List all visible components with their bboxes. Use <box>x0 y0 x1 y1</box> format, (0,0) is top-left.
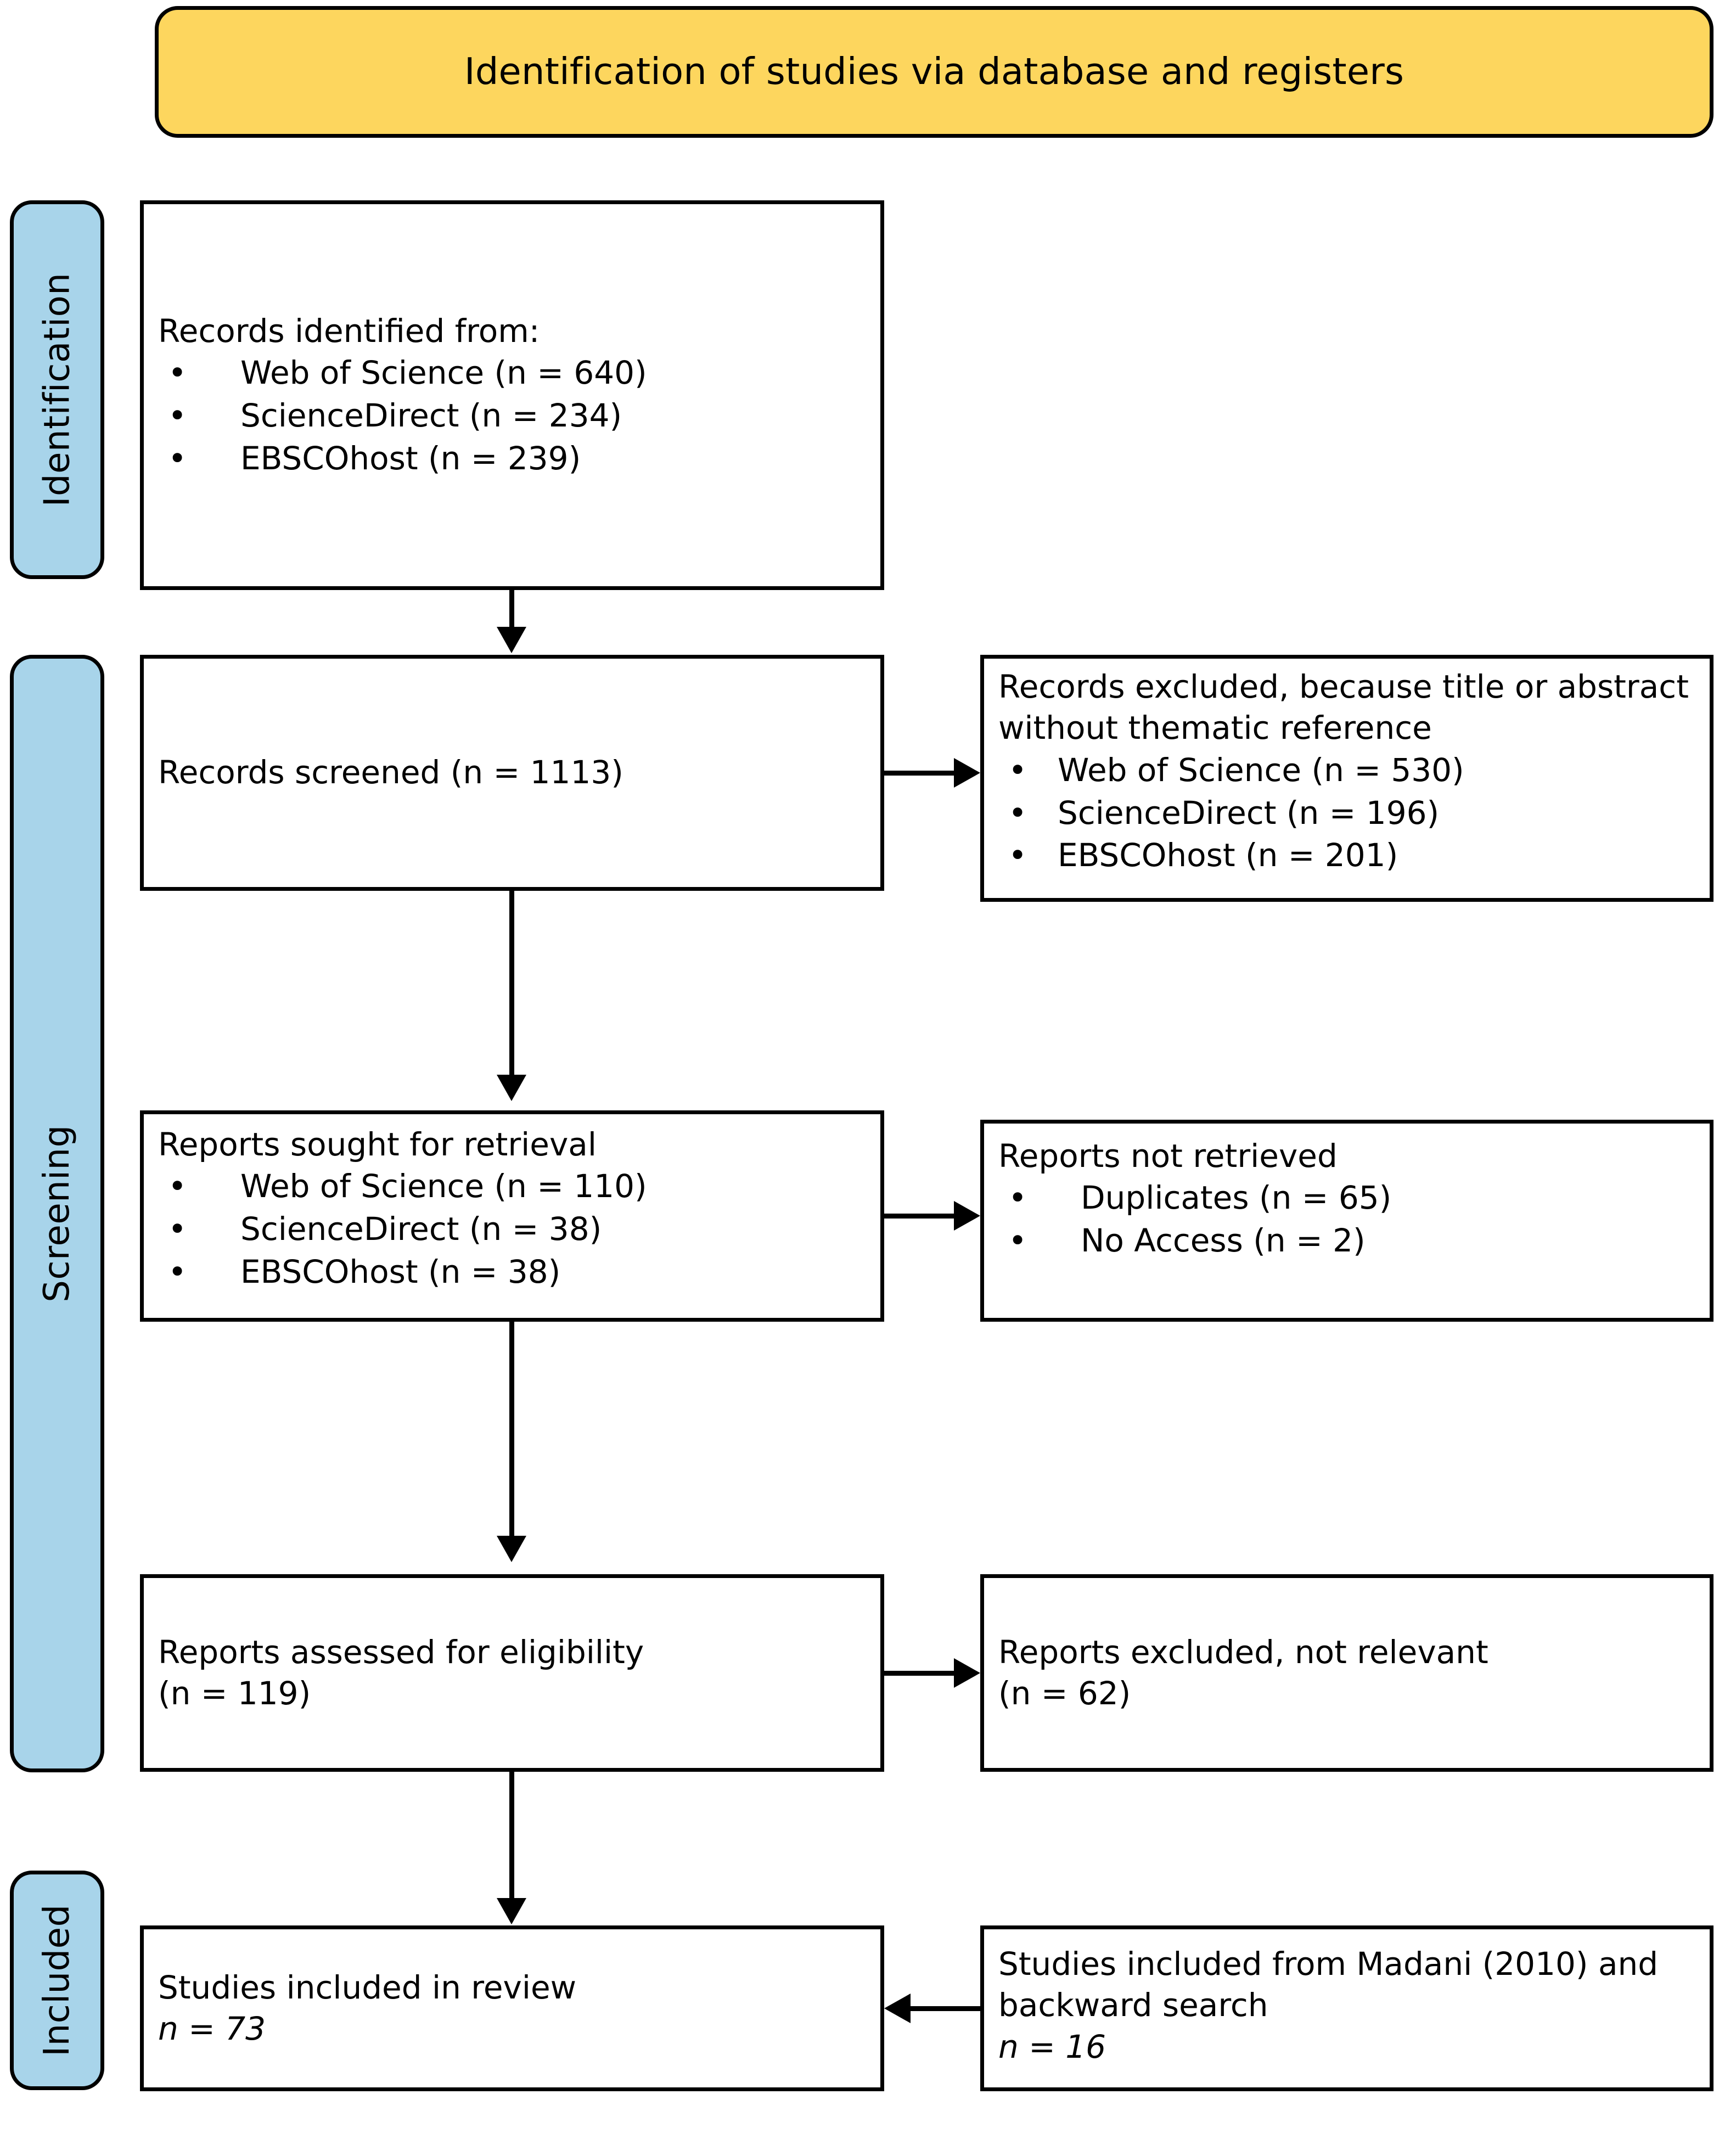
list-item: • ScienceDirect (n = 38) <box>158 1208 866 1251</box>
list-item-label: Web of Science (n = 530) <box>1058 751 1464 789</box>
records-excluded-heading-line1: Records excluded, because title or abstr… <box>998 668 1689 705</box>
bullet-icon: • <box>1008 1179 1027 1217</box>
box-reports-assessed: Reports assessed for eligibility (n = 11… <box>140 1574 884 1772</box>
box-reports-not-retrieved: Reports not retrieved • Duplicates (n = … <box>980 1120 1713 1322</box>
list-item: • Web of Science (n = 640) <box>158 352 866 395</box>
arrowhead-right-screened-to-excluded <box>954 758 980 788</box>
box-reports-sought: Reports sought for retrieval • Web of Sc… <box>140 1110 884 1322</box>
connector-sought-to-assessed <box>509 1322 514 1539</box>
connector-assessed-to-reports-excluded <box>884 1671 956 1676</box>
arrowhead-down-assessed-to-included <box>497 1898 526 1924</box>
box-studies-included-in-review: Studies included in review n = 73 <box>140 1925 884 2091</box>
stage-label-included-text: Included <box>37 1904 77 2057</box>
connector-assessed-to-included <box>509 1772 514 1901</box>
connector-screened-to-sought <box>509 891 514 1077</box>
connector-other-sources-to-included <box>910 2006 981 2011</box>
box-studies-included-other-sources: Studies included from Madani (2010) and … <box>980 1925 1713 2091</box>
bullet-icon: • <box>168 1253 187 1290</box>
list-item-label: EBSCOhost (n = 38) <box>240 1253 561 1290</box>
list-item: • EBSCOhost (n = 38) <box>158 1251 866 1294</box>
list-item-label: Web of Science (n = 110) <box>240 1167 647 1205</box>
bullet-icon: • <box>1008 836 1027 874</box>
reports-not-retrieved-list: • Duplicates (n = 65) • No Access (n = 2… <box>984 1177 1710 1262</box>
studies-other-line1: Studies included from Madani (2010) and <box>998 1945 1659 1983</box>
list-item-label: Web of Science (n = 640) <box>240 354 647 392</box>
bullet-icon: • <box>1008 751 1027 789</box>
arrowhead-right-assessed-to-reports-excluded <box>954 1658 980 1688</box>
stage-label-screening: Screening <box>10 655 104 1772</box>
box-reports-excluded-not-relevant: Reports excluded, not relevant (n = 62) <box>980 1574 1713 1772</box>
banner-identification-via-databases: Identification of studies via database a… <box>155 6 1713 138</box>
list-item-label: EBSCOhost (n = 201) <box>1058 836 1398 874</box>
arrowhead-down-sought-to-assessed <box>497 1536 526 1562</box>
bullet-icon: • <box>168 1210 187 1248</box>
studies-included-line1: Studies included in review <box>158 1968 577 2006</box>
box-records-identified: Records identified from: • Web of Scienc… <box>140 200 884 590</box>
stage-label-screening-text: Screening <box>37 1125 77 1302</box>
bullet-icon: • <box>168 1167 187 1205</box>
records-identified-heading: Records identified from: <box>158 312 540 350</box>
bullet-icon: • <box>1008 794 1027 832</box>
bullet-icon: • <box>168 439 187 477</box>
arrowhead-right-sought-to-not-retrieved <box>954 1201 980 1231</box>
reports-sought-heading: Reports sought for retrieval <box>158 1126 597 1163</box>
studies-other-line2: backward search <box>998 1986 1268 2024</box>
box-records-screened: Records screened (n = 1113) <box>140 655 884 891</box>
reports-assessed-line2: (n = 119) <box>158 1675 311 1712</box>
reports-not-retrieved-heading: Reports not retrieved <box>998 1137 1338 1175</box>
list-item: • No Access (n = 2) <box>998 1220 1695 1262</box>
reports-excluded-line1: Reports excluded, not relevant <box>998 1633 1488 1671</box>
bullet-icon: • <box>1008 1222 1027 1260</box>
studies-included-line2: n = 73 <box>158 2010 266 2047</box>
arrowhead-down-identified-to-screened <box>497 627 526 653</box>
connector-sought-to-not-retrieved <box>884 1214 956 1219</box>
list-item-label: No Access (n = 2) <box>1081 1222 1366 1260</box>
records-identified-list: • Web of Science (n = 640) • ScienceDire… <box>144 352 880 480</box>
list-item: • Web of Science (n = 530) <box>998 749 1695 792</box>
list-item-label: ScienceDirect (n = 38) <box>240 1210 602 1248</box>
reports-assessed-line1: Reports assessed for eligibility <box>158 1633 644 1671</box>
bullet-icon: • <box>168 354 187 392</box>
list-item: • EBSCOhost (n = 201) <box>998 834 1695 877</box>
list-item-label: EBSCOhost (n = 239) <box>240 439 581 477</box>
records-excluded-heading-line2: without thematic reference <box>998 709 1432 747</box>
stage-label-identification: Identification <box>10 200 104 579</box>
stage-label-identification-text: Identification <box>37 272 77 507</box>
connector-screened-to-excluded <box>884 771 956 776</box>
reports-excluded-line2: (n = 62) <box>998 1675 1131 1712</box>
list-item: • Web of Science (n = 110) <box>158 1165 866 1208</box>
arrowhead-left-other-sources-to-included <box>884 1994 911 2023</box>
stage-label-included: Included <box>10 1871 104 2090</box>
list-item: • ScienceDirect (n = 196) <box>998 792 1695 835</box>
list-item-label: ScienceDirect (n = 196) <box>1058 794 1440 832</box>
reports-sought-list: • Web of Science (n = 110) • ScienceDire… <box>144 1165 880 1293</box>
records-excluded-list: • Web of Science (n = 530) • ScienceDire… <box>984 749 1710 877</box>
list-item: • ScienceDirect (n = 234) <box>158 395 866 437</box>
box-records-excluded: Records excluded, because title or abstr… <box>980 655 1713 902</box>
list-item: • EBSCOhost (n = 239) <box>158 437 866 480</box>
list-item-label: ScienceDirect (n = 234) <box>240 396 622 434</box>
records-screened-heading: Records screened (n = 1113) <box>158 754 623 791</box>
connector-identified-to-screened <box>509 590 514 630</box>
studies-other-line3: n = 16 <box>998 2028 1106 2065</box>
arrowhead-down-screened-to-sought <box>497 1075 526 1101</box>
list-item: • Duplicates (n = 65) <box>998 1177 1695 1220</box>
list-item-label: Duplicates (n = 65) <box>1081 1179 1392 1217</box>
bullet-icon: • <box>168 396 187 434</box>
banner-title: Identification of studies via database a… <box>464 50 1404 93</box>
